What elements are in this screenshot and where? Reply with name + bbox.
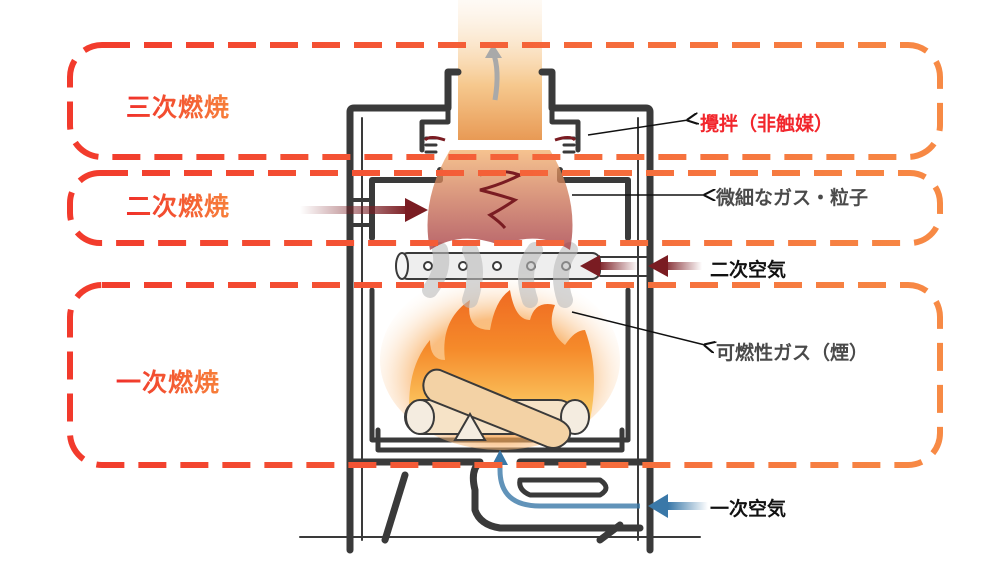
zone-outline-primary [67, 282, 943, 468]
leader-line-stirring [587, 120, 688, 136]
upward-flow-arrow-icon [485, 44, 502, 58]
log-end [405, 399, 435, 435]
callout-fine-gas: 微細なガス・粒子 [716, 187, 869, 209]
secondary-air-arrow-left [300, 198, 428, 222]
zone-outline-secondary [67, 170, 943, 246]
callout-primary-air: 一次空気 [710, 498, 787, 520]
zone-outline-tertiary [67, 42, 943, 160]
callout-secondary-air: 二次空気 [710, 259, 787, 281]
secondary-air-arrow-right [580, 255, 702, 277]
zone-label-primary: 一次燃焼 [116, 363, 220, 399]
log [422, 368, 572, 449]
stir-arrow-icon [423, 136, 577, 142]
callout-stirring: 攪拌（非触媒） [700, 113, 834, 135]
zone-label-tertiary: 三次燃焼 [126, 88, 230, 124]
air-hole [458, 261, 468, 271]
air-hole [492, 261, 502, 271]
leader-line-combustible-gas [571, 311, 705, 345]
callout-lines [571, 120, 705, 345]
chimney-plume [458, 0, 542, 140]
primary-air-arrow-icon [648, 494, 668, 518]
zone-outlines [67, 42, 943, 468]
log-triangle [453, 411, 487, 441]
primary-air-flow [492, 450, 708, 518]
callout-combustible-gas: 可燃性ガス（煙） [716, 342, 869, 364]
logs [404, 368, 590, 449]
air-hole [423, 261, 433, 271]
zone-label-secondary: 二次燃焼 [126, 187, 230, 223]
smoke [422, 242, 578, 308]
